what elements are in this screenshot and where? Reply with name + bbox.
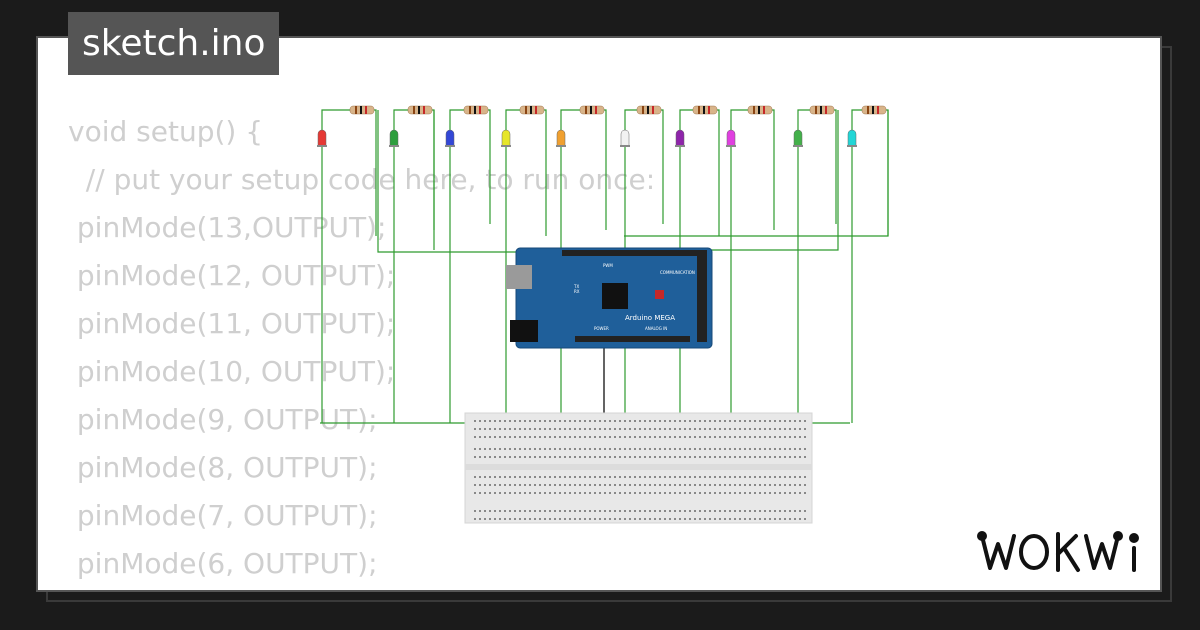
resistor-1[interactable] (407, 105, 433, 115)
reset-button (655, 290, 664, 299)
leds-and-resistors (317, 105, 887, 147)
led-8[interactable] (793, 129, 803, 147)
led-4[interactable] (556, 129, 566, 147)
code-line[interactable]: pinMode(8, OUTPUT); (68, 451, 378, 484)
resistor-3[interactable] (519, 105, 545, 115)
resistor-9[interactable] (861, 105, 887, 115)
resistor-4[interactable] (579, 105, 605, 115)
led-3[interactable] (501, 129, 511, 147)
power-jack (510, 320, 538, 342)
rx-label: RX (574, 289, 580, 294)
resistor-2[interactable] (463, 105, 489, 115)
resistor-5[interactable] (636, 105, 662, 115)
chip (602, 283, 628, 309)
resistor-0[interactable] (349, 105, 375, 115)
code-line[interactable]: pinMode(13,OUTPUT); (68, 211, 387, 244)
wokwi-logo (977, 531, 1139, 572)
resistor-8[interactable] (809, 105, 835, 115)
side-header (697, 256, 707, 342)
led-5[interactable] (620, 129, 630, 147)
communication-label: COMMUNICATION (660, 270, 695, 275)
pwm-label: PWM (603, 263, 613, 268)
tx-label: TX (573, 284, 579, 289)
code-line[interactable]: pinMode(11, OUTPUT); (68, 307, 396, 340)
file-tab[interactable]: sketch.ino (68, 12, 280, 75)
breadboard[interactable] (464, 412, 813, 524)
analog-label: ANALOG IN (645, 326, 667, 331)
led-0[interactable] (317, 129, 327, 147)
usb-port (506, 265, 532, 289)
led-6[interactable] (675, 129, 685, 147)
arduino-mega-board[interactable]: Arduino MEGA PWM COMMUNICATION POWER ANA… (506, 247, 713, 349)
code-line[interactable]: // put your setup code here, to run once… (68, 163, 656, 196)
code-line[interactable]: pinMode(6, OUTPUT); (68, 547, 378, 580)
digital-header (562, 250, 707, 256)
power-label: POWER (594, 326, 609, 331)
analog-header (575, 336, 690, 342)
code-line[interactable]: void setup() { (68, 115, 264, 148)
code-line[interactable]: pinMode(12, OUTPUT); (68, 259, 396, 292)
led-7[interactable] (726, 129, 736, 147)
code-line[interactable]: pinMode(10, OUTPUT); (68, 355, 396, 388)
led-9[interactable] (847, 129, 857, 147)
led-1[interactable] (389, 129, 399, 147)
code-line[interactable]: pinMode(7, OUTPUT); (68, 499, 378, 532)
code-line[interactable]: pinMode(9, OUTPUT); (68, 403, 378, 436)
resistor-6[interactable] (692, 105, 718, 115)
resistor-7[interactable] (747, 105, 773, 115)
led-2[interactable] (445, 129, 455, 147)
board-name: Arduino MEGA (625, 314, 675, 322)
code-editor: void setup() { // put your setup code he… (68, 108, 656, 590)
